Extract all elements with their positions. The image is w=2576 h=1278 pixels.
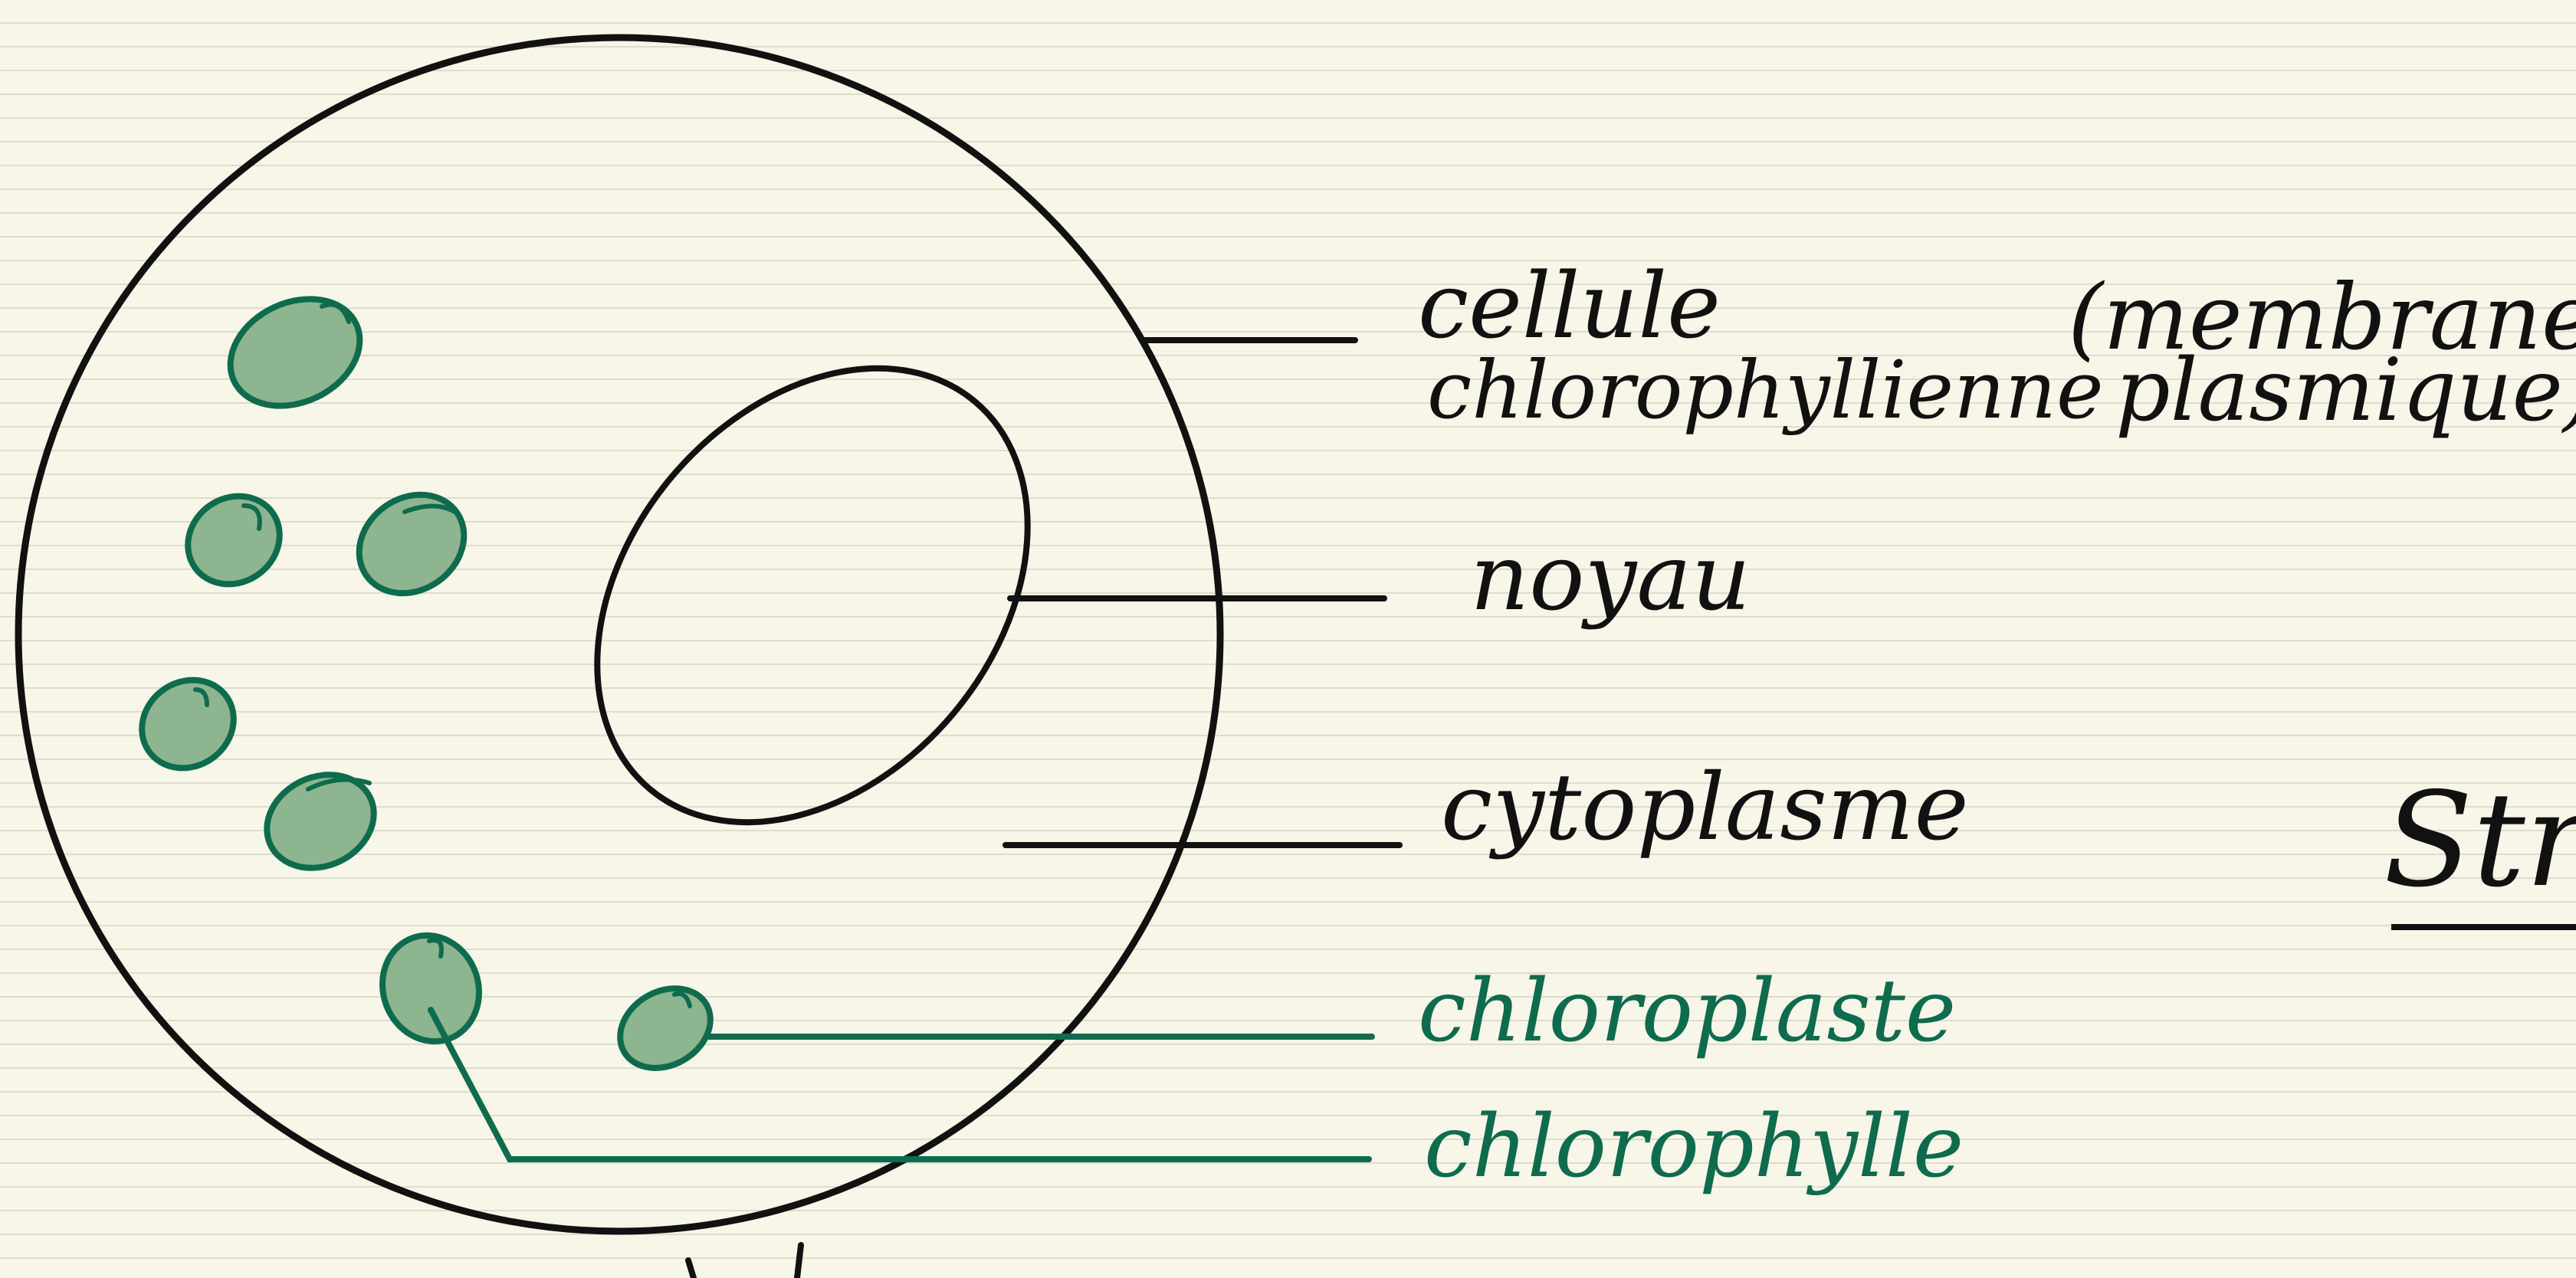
- chloroplast: [213, 279, 377, 426]
- chlorophyll-label-line: [431, 1010, 1369, 1159]
- nucleus-label: noyau: [1470, 525, 1751, 631]
- section-heading-partial: Str: [2384, 765, 2576, 916]
- chloroplast: [251, 758, 389, 885]
- chloroplast: [340, 475, 484, 614]
- cell-label-line2: chlorophyllienne: [1427, 343, 2104, 437]
- chlorophyll-label: chlorophylle: [1424, 1097, 1964, 1197]
- green-label-lines: [431, 1010, 1372, 1159]
- chloroplast: [605, 972, 724, 1083]
- cell-membrane-outline: [18, 38, 1220, 1231]
- chloroplast-group: [125, 279, 725, 1084]
- chloroplast-label: chloroplaste: [1418, 962, 1956, 1061]
- chloroplast: [125, 662, 251, 785]
- cytoplasm-label: cytoplasme: [1441, 755, 1969, 861]
- chloroplast-strokes: [195, 305, 690, 1007]
- membrane-label-line2: plasmique): [2115, 341, 2576, 441]
- partial-strokes-bottom: [688, 1245, 801, 1278]
- chloroplast: [171, 478, 297, 601]
